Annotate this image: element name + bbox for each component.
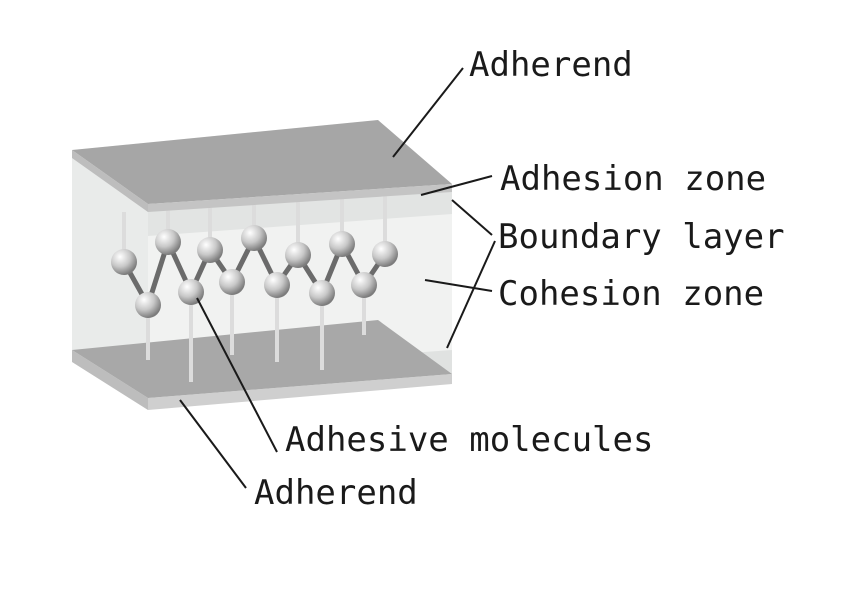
molecule-ball	[135, 292, 161, 318]
leader-adhesion-zone	[420, 175, 493, 196]
top-adherend-top-surface	[72, 120, 452, 204]
leader-boundary-layer-bottom	[446, 240, 496, 349]
leader-adherend-bottom	[179, 399, 247, 489]
molecule-ball	[351, 272, 377, 298]
top-adherend-side	[148, 184, 452, 212]
molecule-ball	[197, 237, 223, 263]
molecule-ball	[309, 280, 335, 306]
molecule-ball	[329, 231, 355, 257]
molecule-ball	[219, 269, 245, 295]
molecule-ball	[178, 279, 204, 305]
bottom-adherend-top-surface	[72, 320, 452, 398]
label-cohesion-zone: Cohesion zone	[498, 274, 764, 314]
molecule-ball	[372, 241, 398, 267]
molecule-ball	[111, 249, 137, 275]
leader-adhesive-molecules	[196, 297, 278, 453]
molecule-ball	[241, 225, 267, 251]
leader-boundary-layer-top	[451, 199, 493, 236]
label-adherend-top: Adherend	[469, 45, 633, 85]
label-adhesion-zone: Adhesion zone	[500, 159, 766, 199]
molecule-ball	[285, 242, 311, 268]
molecules	[111, 225, 398, 318]
top-adherend-front	[72, 150, 148, 212]
molecule-ball	[155, 229, 181, 255]
label-boundary-layer: Boundary layer	[498, 217, 785, 257]
bottom-adherend-side	[148, 374, 452, 410]
bottom-adherend-front	[72, 350, 148, 410]
adhesive-front-face	[72, 150, 148, 405]
label-adhesive-molecules: Adhesive molecules	[285, 420, 653, 460]
molecule-ball	[264, 272, 290, 298]
leader-cohesion-zone	[424, 279, 493, 292]
leader-adherend-top	[392, 67, 464, 158]
label-adherend-bottom: Adherend	[254, 473, 418, 513]
